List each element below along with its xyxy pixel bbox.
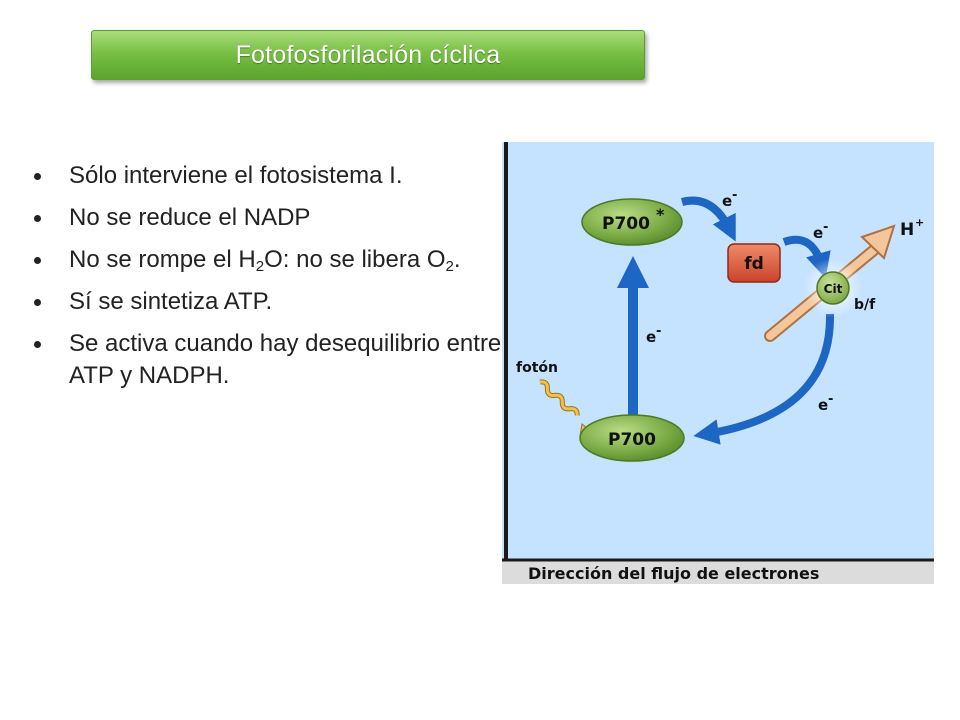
- arrow-return-to-p700: [693, 313, 835, 445]
- bullet-item: Sí se sintetiza ATP.: [34, 286, 504, 318]
- bullet-text: No se reduce el NADP: [69, 204, 311, 231]
- bullet-dot: [34, 215, 41, 222]
- bullet-dot: [34, 299, 41, 306]
- bullet-dot: [34, 257, 41, 264]
- bullet-dot: [34, 173, 41, 180]
- electron-label: e: [722, 192, 732, 210]
- bullet-item: Sólo interviene el fotosistema I.: [34, 160, 504, 192]
- caption-text: Dirección del flujo de electrones: [528, 564, 819, 583]
- electron-superscript: -: [732, 188, 737, 203]
- bullet-item: Se activa cuando hay desequilibrio entre…: [34, 328, 504, 392]
- bullet-list: Sólo interviene el fotosistema I. No se …: [34, 160, 504, 402]
- bullet-text: Sí se sintetiza ATP.: [69, 288, 273, 315]
- bullet-text-h2o-middle: O: no se libera O: [264, 246, 446, 273]
- electron-superscript: -: [656, 324, 661, 339]
- p700-ellipse: [579, 414, 685, 462]
- arrow-to-fd: [680, 196, 736, 242]
- proton-label: H: [900, 220, 914, 240]
- ferredoxin-box: [727, 243, 781, 283]
- bullet-text-h2o-end: .: [453, 246, 461, 273]
- subscript-2: 2: [445, 258, 454, 275]
- cytochrome-label: Cit: [824, 282, 843, 296]
- bullet-text-h2o-start: No se rompe el H: [69, 246, 256, 273]
- ferredoxin-label: fd: [744, 254, 764, 274]
- bullet-item: No se rompe el H2O: no se libera O2.: [34, 244, 504, 276]
- p700-excited-star: *: [656, 205, 665, 224]
- caption-bar: [502, 560, 934, 584]
- slide-title-banner: Fotofosforilación cíclica: [91, 30, 645, 80]
- bullet-dot: [34, 341, 41, 348]
- photon-label: fotón: [516, 360, 558, 376]
- p700-excited-ellipse: [581, 198, 683, 246]
- proton-superscript: +: [915, 216, 924, 229]
- p700-excited-label: P700: [602, 214, 650, 234]
- photon-wave: [539, 380, 579, 416]
- electron-label: e: [813, 224, 823, 242]
- bullet-text: Se activa cuando hay desequilibrio entre…: [69, 330, 502, 389]
- cyclic-electron-flow-diagram: Dirección del flujo de electrones P700 *…: [502, 142, 934, 584]
- subscript-2: 2: [255, 258, 265, 275]
- electron-label: e: [646, 328, 656, 346]
- proton-arrow-head: [860, 224, 896, 260]
- electron-superscript: -: [823, 220, 828, 235]
- electron-label: e: [818, 396, 828, 414]
- electron-superscript: -: [828, 392, 833, 407]
- bullet-item: No se reduce el NADP: [34, 202, 504, 234]
- slide-title: Fotofosforilación cíclica: [235, 40, 501, 69]
- p700-label: P700: [608, 430, 656, 450]
- arrow-to-cit: [782, 235, 831, 279]
- bullet-text: Sólo interviene el fotosistema I.: [69, 162, 403, 189]
- cytochrome-circle: [816, 271, 850, 305]
- cytochrome-bf-label: b/f: [854, 297, 876, 313]
